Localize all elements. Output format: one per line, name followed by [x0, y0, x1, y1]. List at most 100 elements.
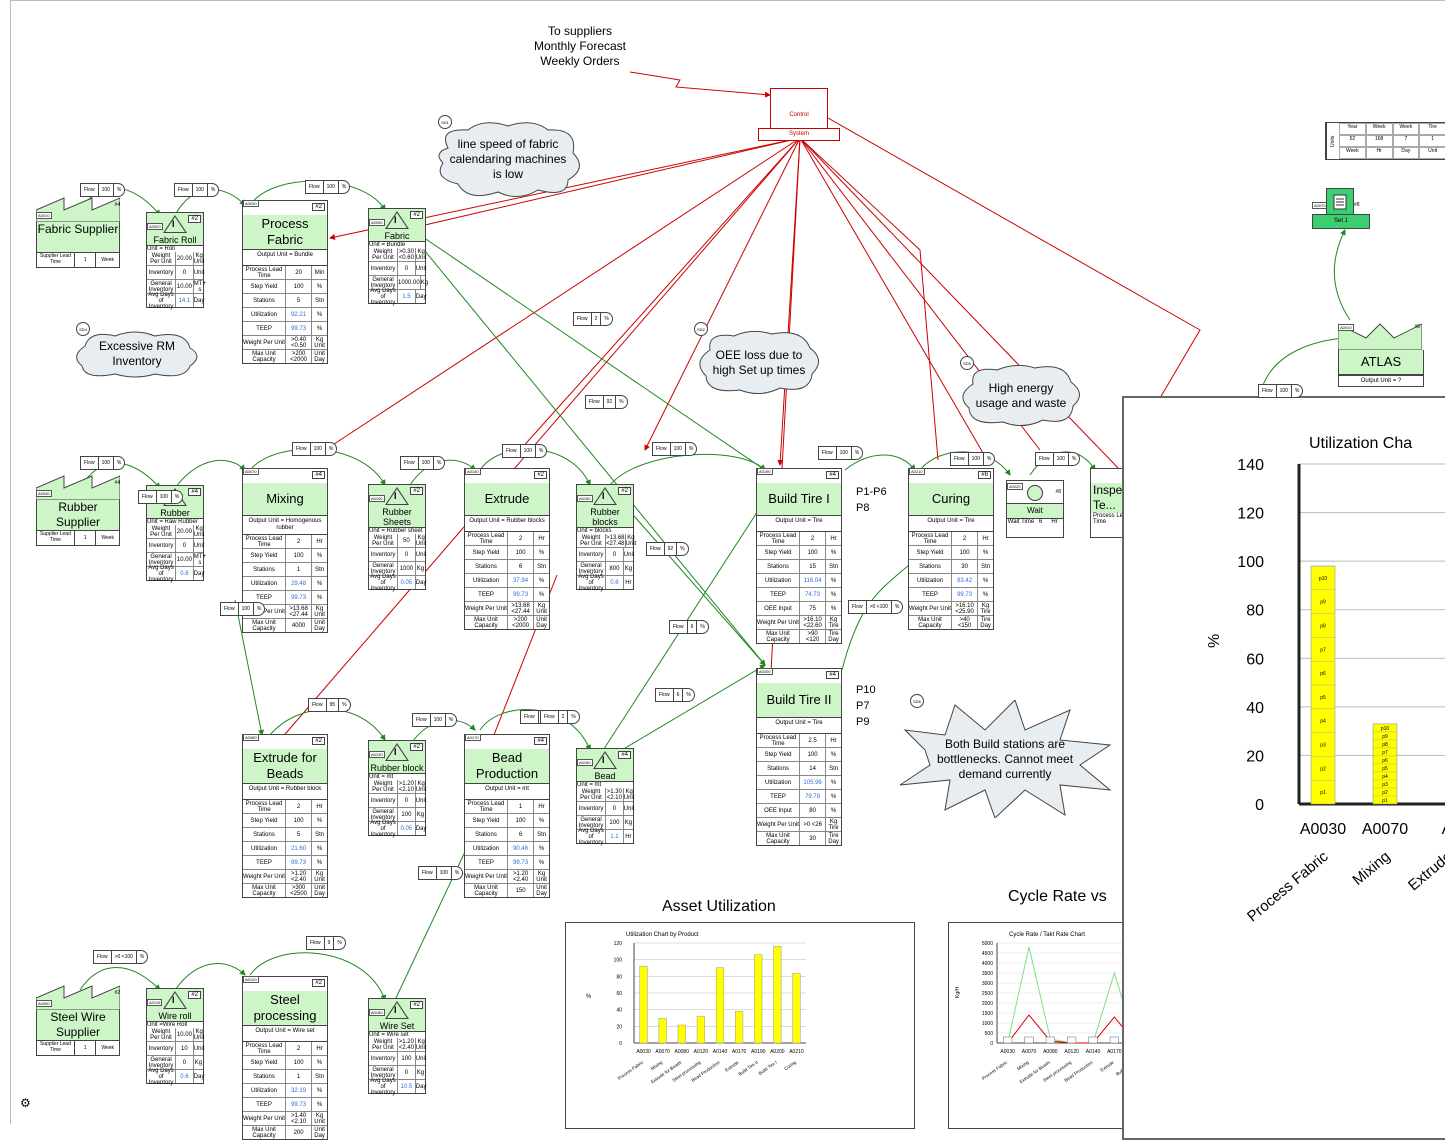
settings-icon[interactable]: ⚙ — [20, 1096, 31, 1110]
process-cell: Max Unit Capacity — [465, 884, 508, 897]
inventory-cell: Unit — [415, 1055, 427, 1062]
note-p10: P10 — [856, 684, 876, 696]
process-cell: Hr — [316, 803, 323, 810]
process-cell: Kg Unit — [536, 602, 547, 615]
inventory-unit: Unit =Wire Roll — [147, 1022, 188, 1028]
x-category-label: Process Fabric — [617, 1059, 645, 1081]
flow-value: >0 <100 — [112, 951, 137, 963]
cloud-text: OEE loss due to high Set up times — [712, 348, 806, 377]
flow-unit: % — [341, 184, 347, 190]
process-cell: 20 — [286, 266, 313, 279]
process-cell: Hr — [316, 538, 323, 545]
process-cell: Weight Per Unit — [243, 870, 286, 883]
atlas-customer[interactable]: A0010 #8 ATLAS Output Unit = ? — [1338, 320, 1424, 400]
inventory-badge: #4 — [618, 751, 631, 759]
inventory-cell: Weight Per Unit — [369, 534, 398, 547]
y-tick-label: 80 — [616, 974, 622, 980]
process-cell: Kg Unit — [314, 336, 325, 349]
process-cell: % — [316, 859, 323, 866]
inventory-triangle-icon: I — [385, 487, 409, 505]
flow-value: 100 — [311, 443, 326, 455]
wait-station[interactable]: A0220 #8 Wait Wait Time 6 Hr — [1006, 480, 1064, 538]
inventory-unit: Unit = Bundle — [369, 242, 406, 248]
set-1-kanban[interactable]: A0070 #8 Set 1 — [1312, 188, 1370, 229]
inventory-id: A0110 — [147, 999, 163, 1006]
atlas-id: A0010 — [1338, 324, 1354, 331]
inventory-cell: 0.05 — [398, 576, 416, 589]
process-cell: % — [982, 591, 989, 598]
flow-connector[interactable]: Flow>0 <100% — [93, 950, 149, 964]
cloud-text: Both Build stations are bottlenecks. Can… — [936, 736, 1074, 781]
process-cell: 15 — [800, 560, 827, 573]
fabric-supplier[interactable]: A0010 #4 Fabric Supplier Supplier Lead T… — [36, 197, 120, 268]
inventory-cell: >1.20 <2.10 — [398, 780, 416, 793]
flow-label: Flow — [81, 184, 99, 196]
process-cell: % — [538, 549, 545, 556]
flow-label: Flow — [670, 621, 688, 633]
process-cell: 29.48 — [286, 577, 313, 590]
process-cell: 100 — [508, 814, 535, 827]
process-cell: Step Yield — [909, 546, 952, 559]
kaizen-cloud-bottleneck: Both Build stations are bottlenecks. Can… — [895, 700, 1115, 818]
y-tick-label: 100 — [614, 958, 623, 964]
process-cell: 100 — [286, 814, 313, 827]
rubber-supplier[interactable]: A0040 #4 Rubber Supplier Supplier Lead T… — [36, 475, 120, 546]
control-system[interactable]: Control — [770, 88, 828, 130]
inventory-cell: 10.00 — [176, 1028, 194, 1041]
bar — [639, 965, 648, 1044]
steel-wire-supplier[interactable]: A0090 #2 Steel Wire Supplier Supplier Le… — [36, 985, 120, 1056]
flow-connector[interactable]: Flow>0 <100% — [848, 600, 904, 614]
flow-label: Flow — [401, 457, 419, 469]
bar — [1024, 1036, 1034, 1044]
process-cell: % — [316, 845, 323, 852]
